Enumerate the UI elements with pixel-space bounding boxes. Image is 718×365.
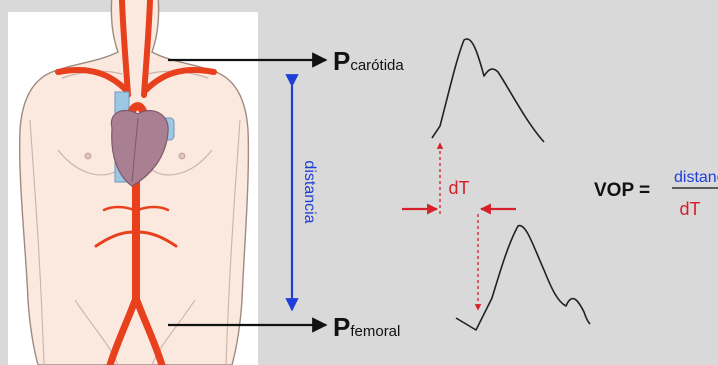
dt-label: dT (448, 178, 469, 198)
right-nipple (179, 153, 185, 159)
p-letter: P (333, 312, 350, 342)
formula-lhs: VOP = (594, 180, 650, 201)
left-border-strip (0, 0, 8, 365)
formula-numerator: distancia (674, 169, 718, 186)
left-nipple (85, 153, 91, 159)
p-letter: P (333, 46, 350, 76)
formula-denominator: dT (679, 199, 700, 219)
femoral-subscript: femoral (350, 323, 400, 340)
carotid-subscript: carótida (350, 57, 404, 74)
distance-label: distancia (301, 160, 318, 223)
